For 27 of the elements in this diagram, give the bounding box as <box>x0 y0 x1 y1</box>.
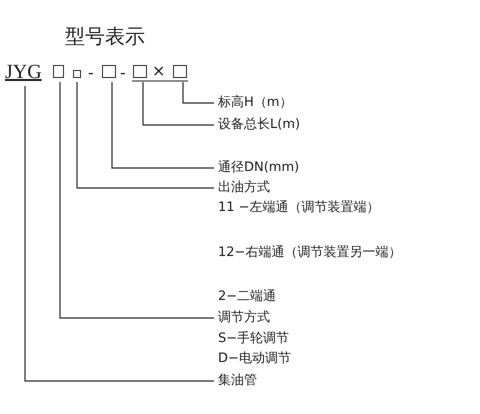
separator: - <box>88 64 94 82</box>
option-text: D−电动调节 <box>218 351 291 367</box>
model-code: JYG <box>5 62 42 82</box>
option-text: S−手轮调节 <box>218 331 290 347</box>
placeholder-box <box>73 70 81 78</box>
part-label: 调节方式 <box>218 310 270 326</box>
placeholder-box <box>173 65 187 78</box>
separator: - <box>120 64 126 82</box>
separator: × <box>152 62 166 80</box>
part-label: 集油管 <box>218 373 257 389</box>
part-label: 标高H（m） <box>218 95 292 111</box>
option-text: 12−右端通（调节装置另一端） <box>218 245 402 261</box>
placeholder-box <box>102 65 116 78</box>
part-label: 通径DN(mm) <box>218 160 300 176</box>
part-label: 设备总长L(m) <box>218 117 300 133</box>
leader-line <box>59 82 214 319</box>
option-text: 11 −左端通（调节装置端） <box>218 200 380 216</box>
leader-line <box>142 82 214 126</box>
placeholder-box <box>53 65 64 78</box>
placeholder-box <box>133 65 147 78</box>
part-label: 出油方式 <box>218 180 270 196</box>
leader-line <box>111 82 214 169</box>
title: 型号表示 <box>65 24 145 48</box>
leader-line <box>182 82 214 104</box>
leader-line <box>76 82 214 189</box>
option-text: 2−二端通 <box>218 289 276 305</box>
leader-line <box>24 86 214 382</box>
